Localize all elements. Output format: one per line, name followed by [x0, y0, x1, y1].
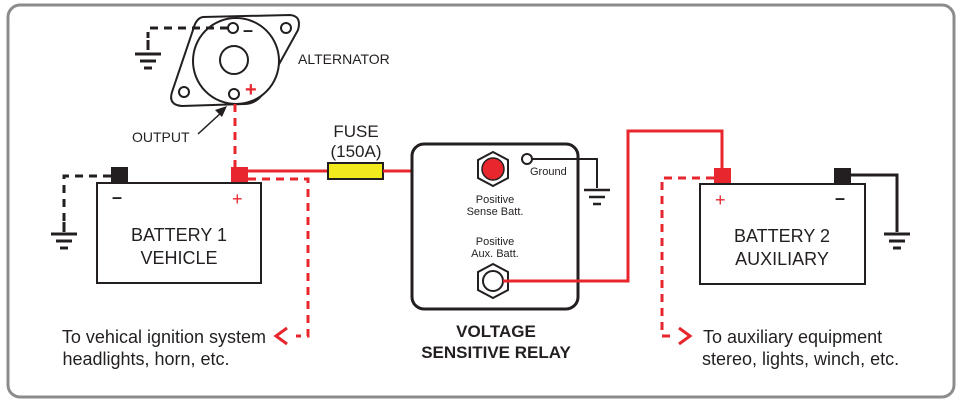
output-arrow-shaft [197, 111, 223, 135]
battery-2-positive-post [714, 168, 731, 184]
mount-hole-top [280, 22, 292, 34]
aux-accessory-arrow [678, 326, 693, 346]
output-arrow-head [215, 106, 227, 117]
battery-2-subtitle: AUXILIARY [735, 249, 829, 269]
sense-terminal-post [481, 157, 505, 181]
relay-body [410, 142, 580, 311]
battery-2-minus-sign: – [835, 188, 845, 208]
vehicle-note-line2: headlights, horn, etc. [62, 349, 229, 369]
relay-title-line2: SENSITIVE RELAY [421, 343, 571, 362]
battery-1-case [96, 182, 262, 284]
vehicle-accessory-arrow [273, 326, 288, 346]
battery-2-title: BATTERY 2 [734, 226, 830, 246]
aux-positive-wire [503, 129, 724, 283]
battery-1-ground-wire [62, 174, 111, 222]
aux-accessory-wire [660, 176, 714, 338]
vehicle-accessory-wire [248, 177, 310, 338]
alternator-plus-sign: + [245, 79, 257, 101]
fuse-body [327, 162, 384, 180]
relay-ground-icon [584, 188, 610, 206]
alternator-positive-terminal [228, 88, 240, 100]
battery-2: + – BATTERY 2 AUXILIARY [699, 168, 866, 285]
battery-2-ground-icon [884, 232, 910, 250]
battery-2-case [699, 183, 866, 285]
fuse-rating: (150A) [330, 142, 381, 161]
voltage-sensitive-relay: Ground Positive Sense Batt. Positive Aux… [410, 142, 580, 362]
battery-1-negative-post [111, 167, 128, 183]
relay-ground-label: Ground [530, 166, 567, 178]
battery-1-positive-post [231, 167, 248, 183]
battery-1-subtitle: VEHICLE [140, 248, 217, 268]
alternator-ground-wire [146, 26, 228, 38]
alternator-label: ALTERNATOR [298, 51, 390, 67]
alternator-shaft [219, 45, 249, 75]
battery-2-plus-sign: + [715, 190, 726, 210]
battery-1-plus-sign: + [232, 189, 243, 209]
alternator: – + ALTERNATOR OUTPUT [132, 13, 390, 145]
battery-1-title: BATTERY 1 [131, 225, 227, 245]
aux-terminal-post [482, 270, 504, 292]
vehicle-note-line1: To vehical ignition system [62, 327, 266, 347]
battery-2-negative-post [834, 168, 851, 184]
mount-hole-bottom [178, 86, 190, 98]
relay-title-line1: VOLTAGE [456, 322, 536, 341]
aux-label-line1: Positive [476, 236, 515, 248]
sense-label-line1: Positive [476, 194, 515, 206]
diagram-frame [6, 3, 956, 399]
battery-2-ground-wire [851, 173, 899, 232]
fuse-label: FUSE [333, 122, 378, 141]
ground-terminal [521, 153, 533, 165]
output-label: OUTPUT [132, 129, 190, 145]
relay-ground-wire [532, 158, 598, 188]
battery-1-ground-icon [51, 222, 77, 250]
alternator-ground-icon [135, 40, 161, 70]
battery-1: – + BATTERY 1 VEHICLE [96, 167, 262, 284]
aux-label-line2: Aux. Batt. [471, 248, 519, 260]
sense-label-line2: Sense Batt. [467, 206, 524, 218]
aux-note-line1: To auxiliary equipment [703, 327, 882, 347]
alternator-negative-terminal [227, 22, 239, 34]
aux-note-line2: stereo, lights, winch, etc. [702, 349, 899, 369]
battery-1-minus-sign: – [112, 187, 122, 207]
alternator-minus-sign: – [243, 20, 253, 40]
